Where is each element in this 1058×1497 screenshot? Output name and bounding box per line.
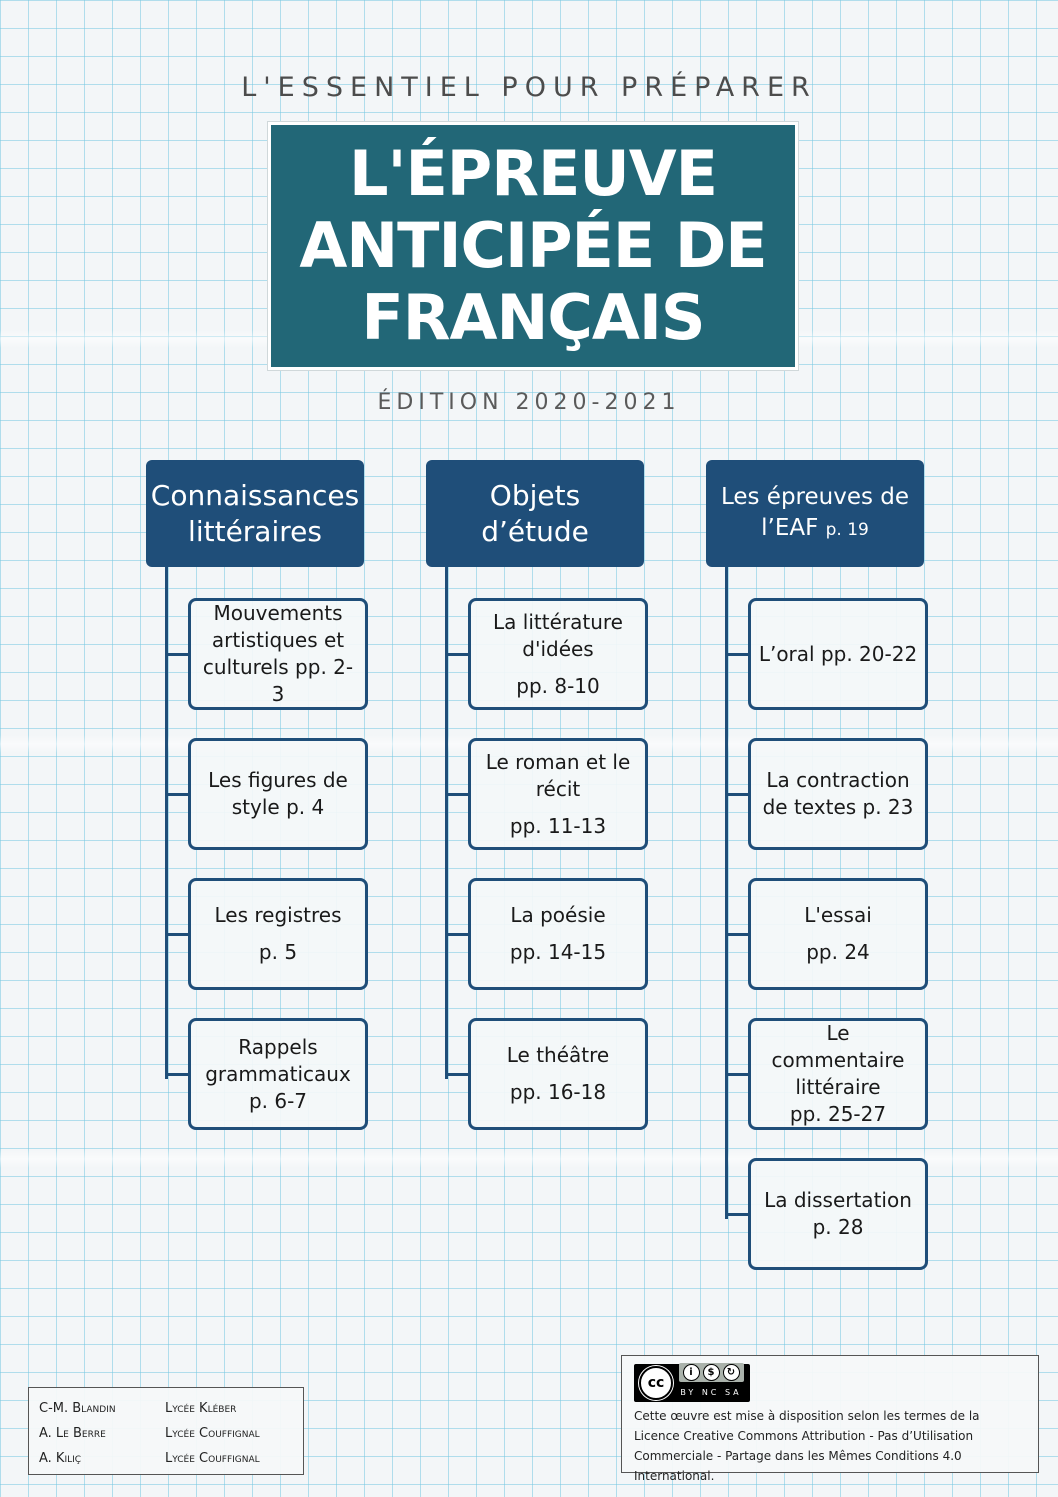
author-name: A. Le Berre	[39, 1426, 106, 1441]
author-row: A. Le Berre Lycée Couffignal	[39, 1421, 293, 1446]
topic-label: Le commentaire littéraire	[771, 1021, 905, 1099]
tree-connector	[165, 793, 189, 796]
tree-connector	[445, 567, 448, 1079]
topic-pages: pp. 14-15	[509, 940, 607, 964]
tree-connector	[445, 1073, 469, 1076]
column-title: Connaissances littéraires	[150, 478, 360, 548]
attribution-icon: i	[682, 1364, 700, 1381]
edition: ÉDITION 2020-2021	[377, 390, 681, 415]
topic-label: La poésie	[510, 903, 606, 927]
author-school: Lycée Couffignal	[165, 1451, 260, 1466]
cc-codes: BY NC SA	[680, 1388, 742, 1397]
topic-pages: pp. 16-18	[509, 1080, 607, 1104]
topic-label: Les registres	[214, 903, 342, 927]
tree-connector	[165, 1073, 189, 1076]
topic-registres[interactable]: Les registres p. 5	[188, 878, 368, 990]
topic-rappels-grammaticaux[interactable]: Rappels grammaticaux p. 6-7	[188, 1018, 368, 1130]
author-school: Lycée Couffignal	[165, 1426, 260, 1441]
column-title: Les épreuves de l’EAF p. 19	[714, 482, 916, 546]
author-row: C-M. Blandin Lycée Kléber	[39, 1396, 293, 1421]
tree-connector	[725, 933, 749, 936]
tree-connector	[725, 793, 749, 796]
topic-pages: pp. 25-27	[789, 1102, 887, 1126]
topic-dissertation[interactable]: La dissertation p. 28	[748, 1158, 928, 1270]
author-name: A. Kiliç	[39, 1451, 82, 1466]
column-title: Objets d’étude	[481, 478, 589, 548]
topic-label: Mouvements artistiques et culturels pp. …	[202, 601, 354, 706]
column-title-text: Les épreuves de l’EAF	[720, 483, 910, 541]
topic-pages: pp. 11-13	[509, 813, 607, 838]
title-line: L'ÉPREUVE	[348, 137, 718, 210]
topic-label: L'essai	[804, 903, 872, 927]
tree-connector	[725, 653, 749, 656]
author-school: Lycée Kléber	[165, 1401, 237, 1416]
title-line: FRANÇAIS	[361, 281, 705, 354]
tree-connector	[445, 933, 469, 936]
topic-essai[interactable]: L'essai pp. 24	[748, 878, 928, 990]
tree-connector	[725, 1073, 749, 1076]
topic-pages: pp. 24	[806, 940, 870, 964]
cc-license-badge[interactable]: cc i $ ↻ BY NC SA	[634, 1363, 750, 1402]
topic-litterature-idees[interactable]: La littérature d'idées pp. 8-10	[468, 598, 648, 710]
title-box: L'ÉPREUVE ANTICIPÉE DE FRANÇAIS	[267, 121, 799, 371]
topic-pages: p. 5	[258, 940, 298, 964]
topic-mouvements[interactable]: Mouvements artistiques et culturels pp. …	[188, 598, 368, 710]
tree-connector	[725, 567, 728, 1219]
cc-icon: cc	[639, 1366, 673, 1400]
topic-label: La littérature d'idées	[493, 609, 623, 661]
column-header-connaissances[interactable]: Connaissances littéraires	[146, 460, 364, 567]
topic-label: Les figures de style p. 4	[208, 768, 348, 819]
tree-connector	[725, 1213, 749, 1216]
tree-connector	[165, 933, 189, 936]
topic-label: Rappels grammaticaux p. 6-7	[205, 1034, 351, 1113]
kicker: L'ESSENTIEL POUR PRÉPARER	[241, 72, 817, 103]
topic-label: Le roman et le récit	[485, 749, 631, 801]
topic-theatre[interactable]: Le théâtre pp. 16-18	[468, 1018, 648, 1130]
tree-connector	[445, 793, 469, 796]
topic-figures-de-style[interactable]: Les figures de style p. 4	[188, 738, 368, 850]
author-name: C-M. Blandin	[39, 1401, 116, 1416]
license-box: cc i $ ↻ BY NC SA Cette œuvre est mise à…	[621, 1355, 1039, 1483]
topic-label: L’oral pp. 20-22	[758, 641, 918, 666]
license-text: Cette œuvre est mise à disposition selon…	[634, 1409, 980, 1483]
topic-contraction[interactable]: La contraction de textes p. 23	[748, 738, 928, 850]
tree-connector	[165, 653, 189, 656]
topic-pages: pp. 8-10	[516, 673, 600, 698]
tree-connector	[445, 653, 469, 656]
topic-label: La dissertation p. 28	[764, 1188, 912, 1239]
topic-poesie[interactable]: La poésie pp. 14-15	[468, 878, 648, 990]
noncommercial-icon: $	[702, 1364, 720, 1381]
column-header-epreuves[interactable]: Les épreuves de l’EAF p. 19	[706, 460, 924, 567]
title-line: ANTICIPÉE DE	[299, 209, 767, 282]
authors-box: C-M. Blandin Lycée Kléber A. Le Berre Ly…	[28, 1387, 304, 1475]
sharealike-icon: ↻	[722, 1364, 740, 1381]
author-row: A. Kiliç Lycée Couffignal	[39, 1446, 293, 1471]
topic-commentaire[interactable]: Le commentaire littéraire pp. 25-27	[748, 1018, 928, 1130]
topic-roman[interactable]: Le roman et le récit pp. 11-13	[468, 738, 648, 850]
tree-connector	[165, 567, 168, 1079]
topic-oral[interactable]: L’oral pp. 20-22	[748, 598, 928, 710]
topic-label: La contraction de textes p. 23	[762, 768, 914, 819]
column-header-objets[interactable]: Objets d’étude	[426, 460, 644, 567]
column-title-pages: p. 19	[825, 519, 869, 540]
topic-label: Le théâtre	[506, 1043, 610, 1067]
